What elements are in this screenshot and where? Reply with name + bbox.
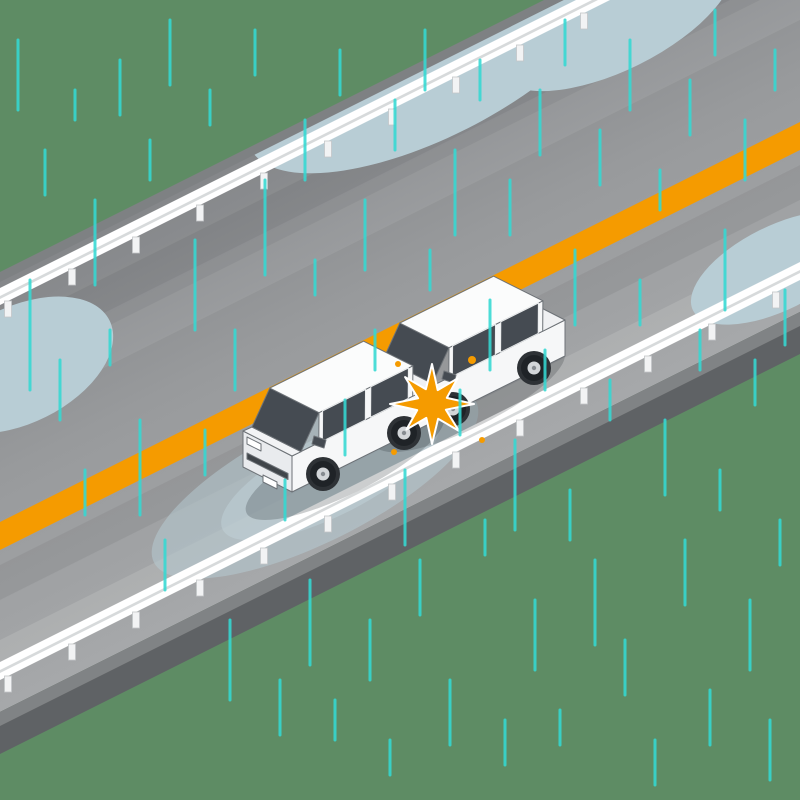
collision-spark [479,437,485,443]
guardrail-band-shade [0,270,800,673]
guardrail-bottom [0,262,800,693]
guardrail-post [68,268,76,286]
guardrail-post [196,204,204,222]
collision-spark [468,356,476,364]
guardrail-post [388,483,396,501]
rain-layer [16,8,787,787]
puddle [496,0,734,92]
guardrail-post [4,675,12,693]
guardrail-post [324,140,332,158]
collision-spark [391,449,397,455]
guardrail-post [324,515,332,533]
guardrail-post [772,291,780,309]
guardrail-post [132,611,140,629]
guardrail-post [196,579,204,597]
guardrail-post [132,236,140,254]
guardrail-band-shade [0,0,598,299]
puddle [0,296,114,434]
collision-burst-icon [389,356,485,455]
guardrail-post [580,387,588,405]
guardrail-post [516,419,524,437]
road-shoulder-highlight [0,312,800,726]
guardrail-post [580,12,588,30]
guardrail-post [68,643,76,661]
guardrail-post [260,547,268,565]
guardrail-post [452,451,460,469]
guardrail-post [708,323,716,341]
guardrail-post [644,355,652,373]
collision-spark [395,361,401,367]
guardrail-post [516,44,524,62]
collision-scene [242,275,566,520]
guardrail-post [452,76,460,94]
collision-burst-star [389,363,475,445]
guardrail-post [4,300,12,318]
